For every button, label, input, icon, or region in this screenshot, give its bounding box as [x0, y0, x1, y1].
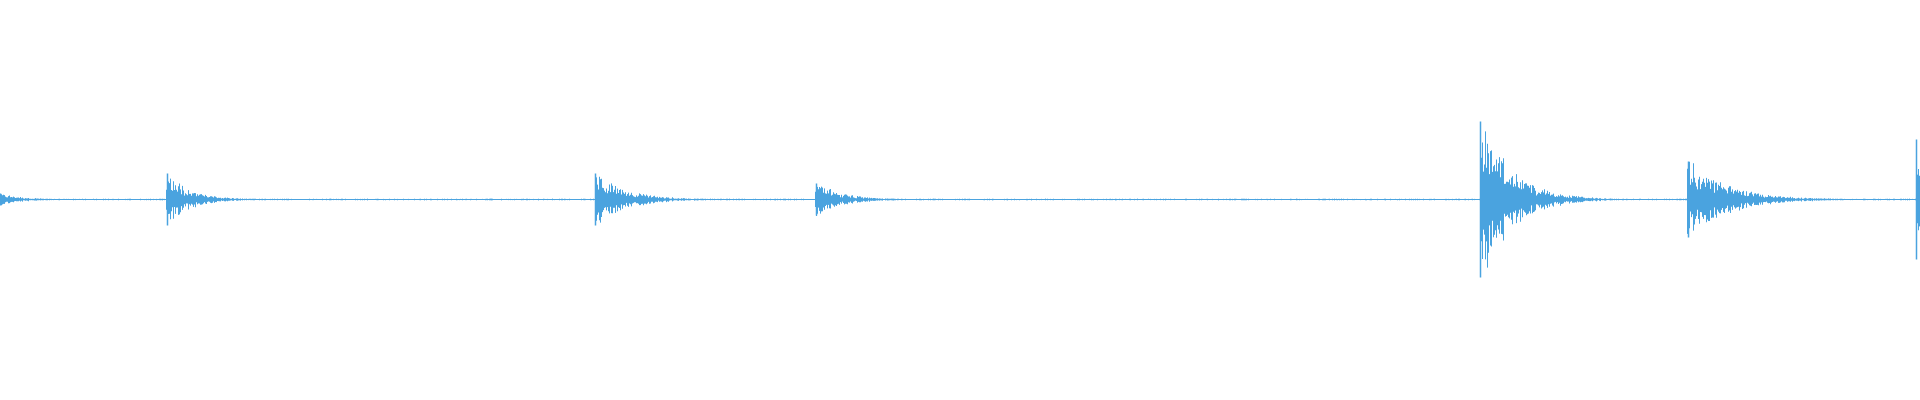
waveform-samples	[0, 121, 1920, 278]
waveform-path	[0, 131, 1920, 268]
